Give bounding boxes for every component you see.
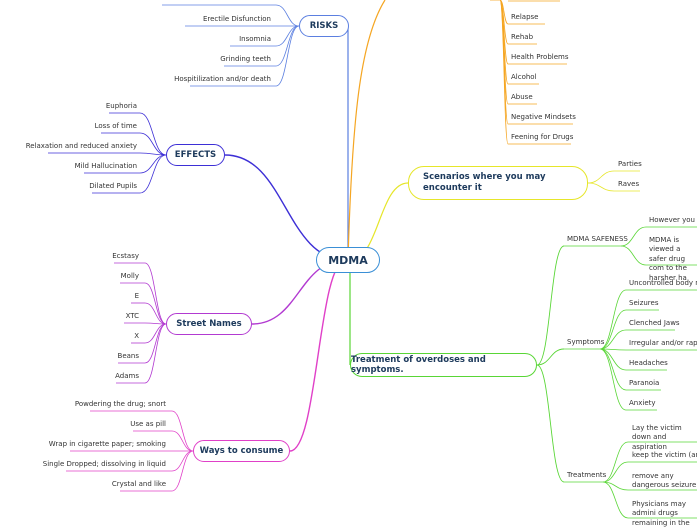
symptom-connector bbox=[599, 309, 627, 350]
street-connector bbox=[144, 302, 167, 325]
treatment-item[interactable]: keep the victim (and yo bbox=[632, 451, 697, 459]
street-name-item[interactable]: Beans bbox=[117, 352, 139, 360]
effect-item[interactable]: Euphoria bbox=[105, 102, 137, 110]
consume-item[interactable]: Use as pill bbox=[130, 420, 166, 428]
branch-scenarios[interactable]: Scenarios where you may encounter it bbox=[408, 166, 588, 200]
branch-risks[interactable]: RISKS bbox=[299, 15, 349, 37]
consume-item[interactable]: Powdering the drug; snort bbox=[74, 400, 166, 408]
consume-item[interactable]: Crystal and like bbox=[111, 480, 166, 488]
subbranch-treatments[interactable]: Treatments bbox=[567, 471, 607, 479]
symptom-connector bbox=[599, 329, 627, 350]
street-connector bbox=[144, 323, 167, 384]
symptom-item[interactable]: Irregular and/or rapid he bbox=[629, 339, 697, 347]
treatment-safeness-connector bbox=[536, 245, 565, 366]
effect-connector bbox=[139, 154, 167, 174]
risk-connector bbox=[275, 25, 300, 67]
subbranch-safeness[interactable]: MDMA SAFENESS bbox=[567, 235, 628, 243]
symptom-connector bbox=[599, 348, 627, 371]
effect-connector bbox=[139, 154, 167, 194]
treatment-item[interactable]: Physicians may admini drugs remaining in… bbox=[632, 500, 690, 527]
connector-effects bbox=[224, 154, 347, 261]
scenario-item[interactable]: Raves bbox=[618, 180, 640, 188]
risk-item[interactable]: Erectile Disfunction bbox=[202, 15, 271, 23]
safeness-item[interactable]: MDMA is viewed a safer drug com to the h… bbox=[649, 236, 687, 282]
risk-item[interactable]: Grinding teeth bbox=[220, 55, 271, 63]
effect-connector bbox=[139, 112, 167, 156]
consume-item[interactable]: Wrap in cigarette paper; smoking bbox=[48, 440, 166, 448]
street-connector bbox=[144, 262, 167, 325]
effect-item[interactable]: Relaxation and reduced anxiety bbox=[25, 142, 137, 150]
symptom-connector bbox=[599, 289, 627, 350]
scenario-connector bbox=[587, 170, 615, 184]
effect-item[interactable]: Mild Hallucination bbox=[74, 162, 137, 170]
ways-connector bbox=[171, 450, 194, 492]
treatment-connector bbox=[602, 481, 629, 519]
treatment-symptoms-connector bbox=[536, 348, 565, 366]
street-name-item[interactable]: XTC bbox=[125, 312, 139, 320]
street-name-item[interactable]: E bbox=[134, 292, 139, 300]
consequence-item[interactable]: Feening for Drugs bbox=[511, 133, 574, 141]
street-connector bbox=[144, 323, 167, 344]
symptom-connector bbox=[599, 348, 627, 411]
street-name-item[interactable]: X bbox=[134, 332, 139, 340]
ways-connector bbox=[171, 430, 194, 452]
connector-top-branch bbox=[347, 0, 386, 261]
risk-item[interactable]: Hospitilization and/or death bbox=[174, 75, 271, 83]
central-node-mdma[interactable]: MDMA bbox=[316, 247, 380, 273]
risk-connector bbox=[275, 25, 300, 47]
street-connector bbox=[144, 282, 167, 325]
consequence-item[interactable]: Abuse bbox=[511, 93, 533, 101]
treatment-item[interactable]: remove any dangerous seizure bbox=[632, 472, 697, 490]
safeness-item[interactable]: However you can bbox=[649, 216, 697, 224]
consequence-item[interactable]: Alcohol bbox=[511, 73, 537, 81]
treatment-connector bbox=[602, 441, 629, 483]
symptom-item[interactable]: Anxiety bbox=[629, 399, 656, 407]
consequence-connector bbox=[499, 0, 509, 145]
branch-ways-to-consume[interactable]: Ways to consume bbox=[193, 440, 290, 462]
effect-connector bbox=[139, 132, 167, 156]
consequence-item[interactable]: Negative Mindsets bbox=[511, 113, 576, 121]
symptom-item[interactable]: Paranoia bbox=[629, 379, 660, 387]
consume-item[interactable]: Single Dropped; dissolving in liquid bbox=[42, 460, 166, 468]
risk-item[interactable]: Lack of diet bbox=[230, 0, 271, 3]
branch-treatment[interactable]: Treatment of overdoses and symptoms. bbox=[350, 353, 537, 377]
safeness-connector bbox=[620, 226, 647, 247]
effect-item[interactable]: Dilated Pupils bbox=[89, 182, 137, 190]
risk-item[interactable]: Insomnia bbox=[239, 35, 271, 43]
risk-connector bbox=[275, 4, 300, 27]
street-connector bbox=[144, 323, 167, 364]
connector-ways bbox=[289, 259, 347, 452]
symptom-item[interactable]: Headaches bbox=[629, 359, 668, 367]
street-name-item[interactable]: Adams bbox=[115, 372, 139, 380]
branch-effects[interactable]: EFFECTS bbox=[166, 144, 225, 166]
ways-connector bbox=[171, 410, 194, 452]
symptom-item[interactable]: Clenched Jaws bbox=[629, 319, 680, 327]
ways-connector bbox=[171, 450, 194, 472]
effect-item[interactable]: Loss of time bbox=[94, 122, 137, 130]
subbranch-symptoms[interactable]: Symptoms bbox=[567, 338, 605, 346]
street-name-item[interactable]: Molly bbox=[120, 272, 139, 280]
consequence-connector bbox=[499, 0, 509, 85]
risk-connector bbox=[275, 25, 300, 87]
consequence-item[interactable]: Relapse bbox=[511, 13, 539, 21]
treatment-connector bbox=[602, 461, 629, 483]
branch-street-names[interactable]: Street Names bbox=[166, 313, 252, 335]
safeness-connector bbox=[620, 245, 647, 266]
symptom-item[interactable]: Uncontrolled body move bbox=[629, 279, 697, 287]
symptom-item[interactable]: Seizures bbox=[629, 299, 659, 307]
street-name-item[interactable]: Ecstasy bbox=[112, 252, 139, 260]
consequence-item[interactable]: Rehab bbox=[511, 33, 534, 41]
consequence-item[interactable]: Health Problems bbox=[511, 53, 569, 61]
treatment-item[interactable]: Lay the victim down and aspiration bbox=[632, 424, 682, 451]
scenario-connector bbox=[587, 182, 615, 192]
treatment-treatments-connector bbox=[536, 364, 565, 483]
scenario-item[interactable]: Parties bbox=[618, 160, 642, 168]
